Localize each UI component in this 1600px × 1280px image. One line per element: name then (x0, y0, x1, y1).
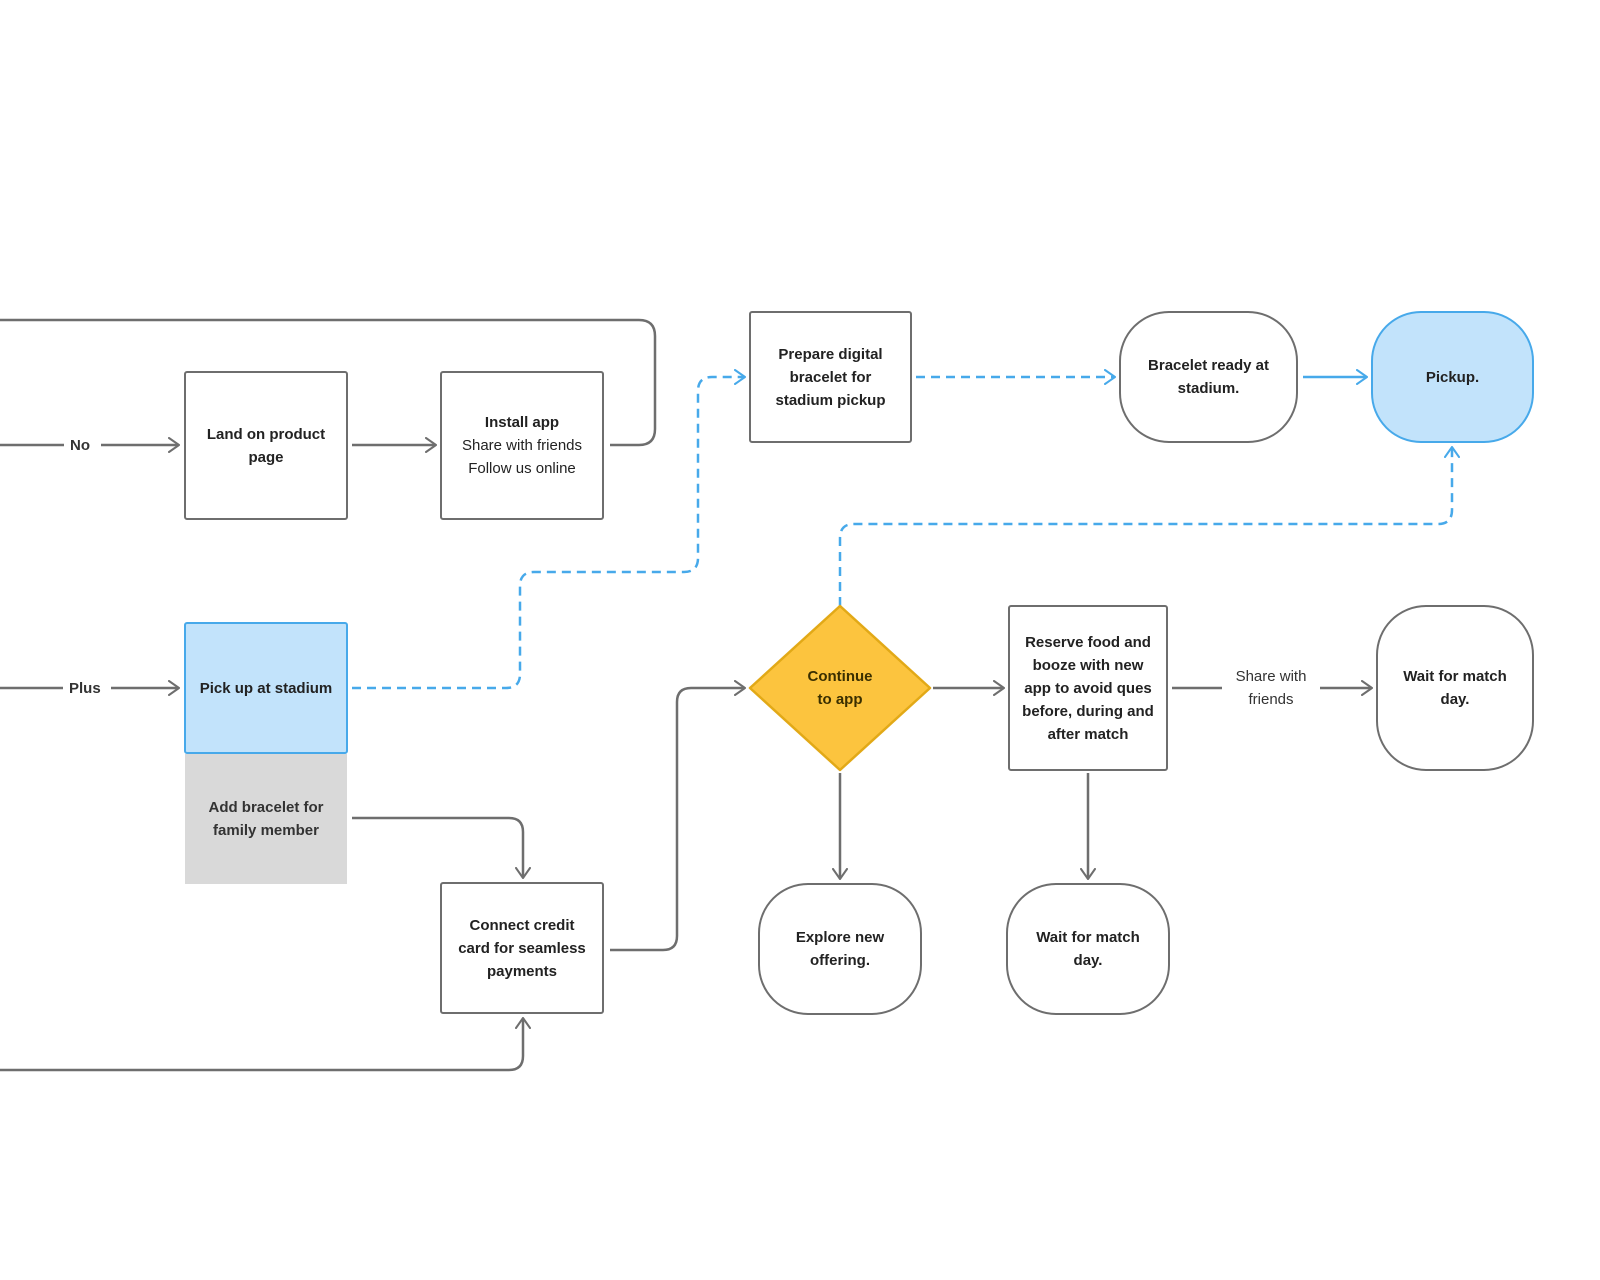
node-prepare-digital-bracelet[interactable]: Prepare digital bracelet for stadium pic… (749, 311, 912, 443)
edge-label-share-line-2: friends (1248, 691, 1294, 708)
node-text-line: day. (1440, 691, 1470, 708)
node-text-line: day. (1073, 952, 1103, 969)
decision-diamond[interactable] (748, 604, 932, 772)
node-reserve-food[interactable]: Reserve food and booze with new app to a… (1008, 605, 1168, 771)
dashed-pickup-to-prepare (352, 369, 746, 690)
node-text-line: before, during and (1022, 702, 1154, 720)
node-text-line: card for seamless (458, 939, 586, 957)
node-text-line: Land on product (206, 425, 326, 443)
node-text-line: Pick up at stadium (199, 679, 333, 697)
node-text-line: Pickup. (1425, 368, 1480, 386)
connector-bottom-loop (0, 1017, 531, 1072)
node-pickup[interactable]: Pickup. (1371, 311, 1534, 443)
node-text-line: app to avoid ques (1024, 679, 1152, 697)
node-text-line: payments (486, 962, 558, 980)
node-text-line: bracelet for (789, 368, 872, 386)
node-text-line: Prepare digital (778, 345, 883, 363)
node-wait-for-match-day-right[interactable]: Wait for match day. (1376, 605, 1534, 771)
node-text-line: Wait for match (1036, 929, 1140, 946)
node-text-line: after match (1047, 725, 1129, 743)
node-text-line: Add bracelet for (208, 799, 324, 816)
edge-label-share-with-friends: Share with friends (1222, 665, 1320, 711)
node-text-line: Install app (484, 414, 560, 431)
node-text-line: booze with new (1032, 656, 1144, 674)
node-text-line: Reserve food and (1025, 633, 1151, 651)
node-wait-for-match-day-bottom[interactable]: Wait for match day. (1006, 883, 1170, 1015)
decision-text-line: Continue (807, 668, 873, 685)
node-text-line: stadium. (1177, 380, 1240, 397)
node-text-line: Wait for match (1403, 668, 1507, 685)
node-text-line: offering. (810, 952, 870, 969)
node-text-line: Connect credit (469, 916, 575, 934)
node-text-line: Share with friends (461, 437, 583, 454)
node-text-line: page (248, 448, 284, 466)
edge-label-no: No (64, 434, 96, 457)
connector-add-to-connect (352, 816, 531, 879)
node-text-line: Explore new (795, 929, 885, 946)
dashed-continue-to-pickup (838, 446, 1460, 606)
node-text-line: Bracelet ready at (1148, 357, 1269, 374)
edge-label-share-line-1: Share with (1235, 668, 1307, 685)
node-connect-credit-card[interactable]: Connect credit card for seamless payment… (440, 882, 604, 1014)
node-text-line: family member (213, 822, 319, 839)
node-install-app[interactable]: Install app Share with friends Follow us… (440, 371, 604, 520)
node-pick-up-at-stadium[interactable]: Pick up at stadium (184, 622, 348, 754)
connector-top-loop (0, 318, 657, 447)
node-text-line: Follow us online (468, 460, 576, 477)
edge-label-plus: Plus (63, 677, 107, 700)
connector-connect-to-continue (610, 680, 746, 952)
node-text-line: stadium pickup (775, 391, 886, 409)
node-add-bracelet-family[interactable]: Add bracelet for family member (185, 754, 347, 884)
node-bracelet-ready[interactable]: Bracelet ready at stadium. (1119, 311, 1298, 443)
decision-text-line: to app (817, 691, 863, 708)
decision-label-continue-to-app: Continue to app (780, 665, 900, 711)
node-land-on-product-page[interactable]: Land on product page (184, 371, 348, 520)
node-explore-new-offering[interactable]: Explore new offering. (758, 883, 922, 1015)
